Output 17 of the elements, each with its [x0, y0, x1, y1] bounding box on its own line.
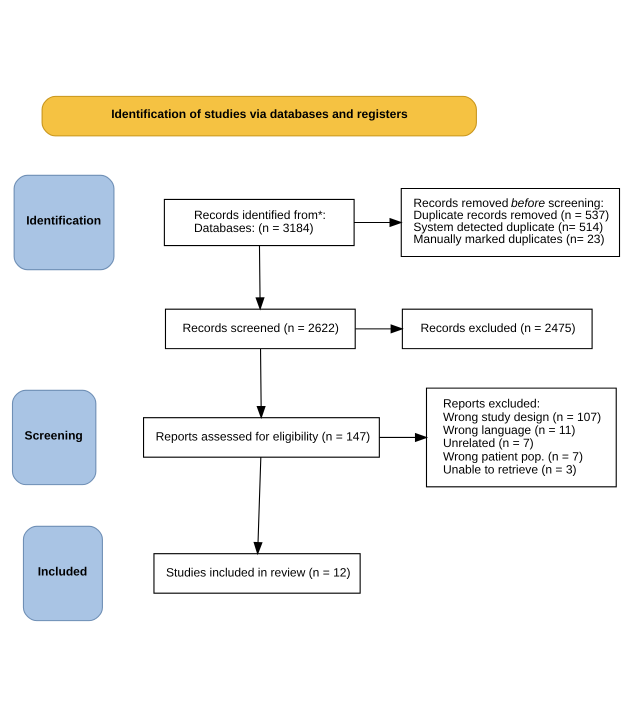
node-box: Records identified from*: Databases: (n = 3184) — [164, 198, 355, 246]
node-box: Records removed before screening: Duplicate records removed (n = 537) System detected duplicate (n= 514) Manually marked duplicates (n= 23) — [400, 188, 620, 258]
node-box: Reports assessed for eligibility (n = 147) — [143, 417, 380, 458]
node-box: Reports excluded: Wrong study design (n = 107) Wrong language (n = 11) Unrelated (n = 7) Wrong patient pop. (n = 7) Unable to retrieve (n = 3) — [426, 388, 617, 488]
arrow — [354, 218, 403, 228]
arrow — [253, 457, 263, 556]
arrow — [356, 324, 404, 334]
arrow — [256, 349, 266, 420]
arrow — [255, 246, 265, 311]
node-box: Identification — [14, 174, 114, 270]
arrow — [380, 432, 428, 442]
node-box: Records excluded (n = 2475) — [402, 308, 593, 350]
node-box: Identification of studies via databases and registers — [42, 96, 477, 136]
node-box: Included — [22, 526, 103, 622]
node-box: Screening — [12, 390, 96, 486]
node-box: Studies included in review (n = 12) — [153, 553, 361, 594]
node-box: Records screened (n = 2622) — [164, 308, 356, 350]
